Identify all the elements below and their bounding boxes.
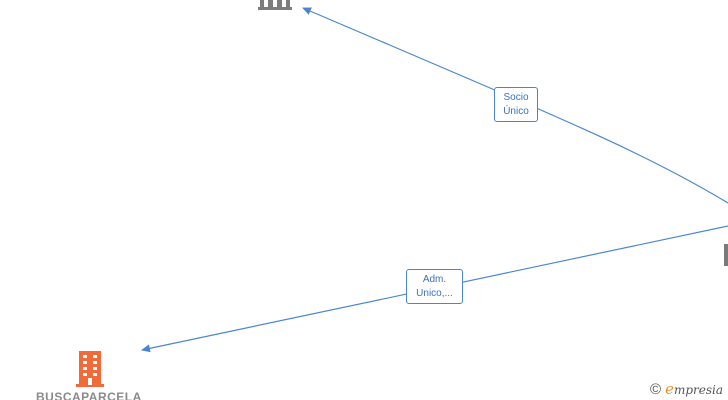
watermark: ©empresia (650, 379, 723, 399)
building-icon[interactable] (258, 0, 292, 15)
edge-label-line: Socio (503, 92, 529, 103)
edge-label-line: Adm. (422, 274, 447, 285)
copyright-symbol: © (650, 381, 662, 398)
edge-label-socio-unico[interactable]: Socio Único (494, 87, 538, 122)
brand-logo-text: mpresia (673, 383, 724, 397)
brand-logo-initial: e (665, 380, 674, 398)
edge-socio-unico-line (302, 7, 728, 204)
building-icon[interactable] (74, 351, 106, 392)
edge-label-line: Unico,... (416, 288, 453, 299)
edge-label-line: Único (503, 106, 529, 117)
edge-label-adm-unico[interactable]: Adm. Unico,... (406, 269, 463, 304)
company-name-label[interactable]: BUSCAPARCELA (36, 390, 142, 400)
person-node-partial (724, 242, 728, 268)
